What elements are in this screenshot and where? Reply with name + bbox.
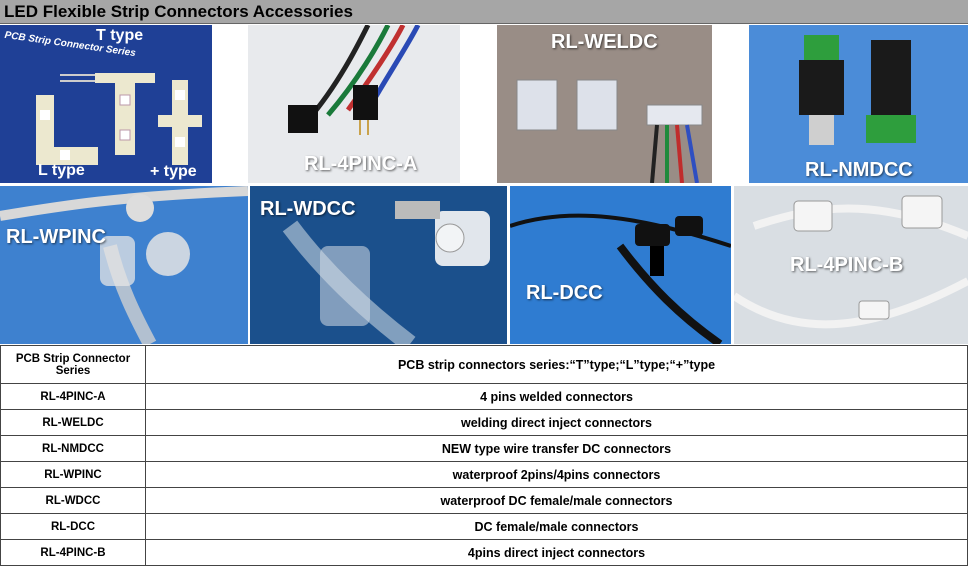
connector-description: NEW type wire transfer DC connectors (145, 435, 968, 462)
waterproof-pin-illustration (0, 186, 248, 344)
page-title: LED Flexible Strip Connectors Accessorie… (4, 2, 353, 21)
photo-rl-dcc: RL-DCC (510, 186, 731, 344)
pcb-strip-illustration (0, 25, 212, 183)
connector-description: welding direct inject connectors (145, 409, 968, 436)
connector-code: RL-NMDCC (0, 435, 146, 462)
connector-code: RL-DCC (0, 513, 146, 540)
photo-rl-wpinc: RL-WPINC (0, 186, 248, 344)
connector-code: PCB Strip Connector Series (0, 345, 146, 384)
four-pin-direct-illustration (734, 186, 968, 344)
rl-nmdcc-label: RL-NMDCC (805, 159, 913, 181)
photo-rl-4pinc-b: RL-4PINC-B (734, 186, 968, 344)
waterproof-dc-illustration (250, 186, 507, 344)
photo-rl-weldc: RL-WELDC (497, 25, 712, 183)
connector-description: 4pins direct inject connectors (145, 539, 968, 566)
wire-connector-illustration (248, 25, 460, 183)
rl-wpinc-label: RL-WPINC (6, 226, 106, 248)
photo-rl-4pinc-a: RL-4PINC-A (248, 25, 460, 183)
connector-description: 4 pins welded connectors (145, 383, 968, 410)
connector-code: RL-WDCC (0, 487, 146, 514)
weld-connector-illustration (497, 25, 712, 183)
rl-4pinc-a-label: RL-4PINC-A (304, 153, 418, 175)
connector-code: RL-WELDC (0, 409, 146, 436)
page-header: LED Flexible Strip Connectors Accessorie… (0, 0, 968, 24)
connector-description: waterproof 2pins/4pins connectors (145, 461, 968, 488)
connector-code: RL-4PINC-A (0, 383, 146, 410)
dc-cable-illustration (510, 186, 731, 344)
l-type-label: L type (38, 162, 85, 179)
rl-4pinc-b-label: RL-4PINC-B (790, 254, 904, 276)
photo-rl-nmdcc: RL-NMDCC (749, 25, 968, 183)
photo-pcb-strip-connectors: PCB Strip Connector Series T type L type… (0, 25, 212, 183)
connector-description: PCB strip connectors series:“T”type;“L”t… (145, 345, 968, 384)
photo-rl-wdcc: RL-WDCC (250, 186, 507, 344)
connector-description: waterproof DC female/male connectors (145, 487, 968, 514)
connector-description: DC female/male connectors (145, 513, 968, 540)
dc-adapter-illustration (749, 25, 968, 183)
rl-weldc-label: RL-WELDC (551, 31, 658, 53)
connector-code: RL-4PINC-B (0, 539, 146, 566)
rl-wdcc-label: RL-WDCC (260, 198, 356, 220)
t-type-label: T type (96, 27, 144, 44)
rl-dcc-label: RL-DCC (526, 282, 603, 304)
connector-code: RL-WPINC (0, 461, 146, 488)
plus-type-label: + type (150, 163, 197, 180)
